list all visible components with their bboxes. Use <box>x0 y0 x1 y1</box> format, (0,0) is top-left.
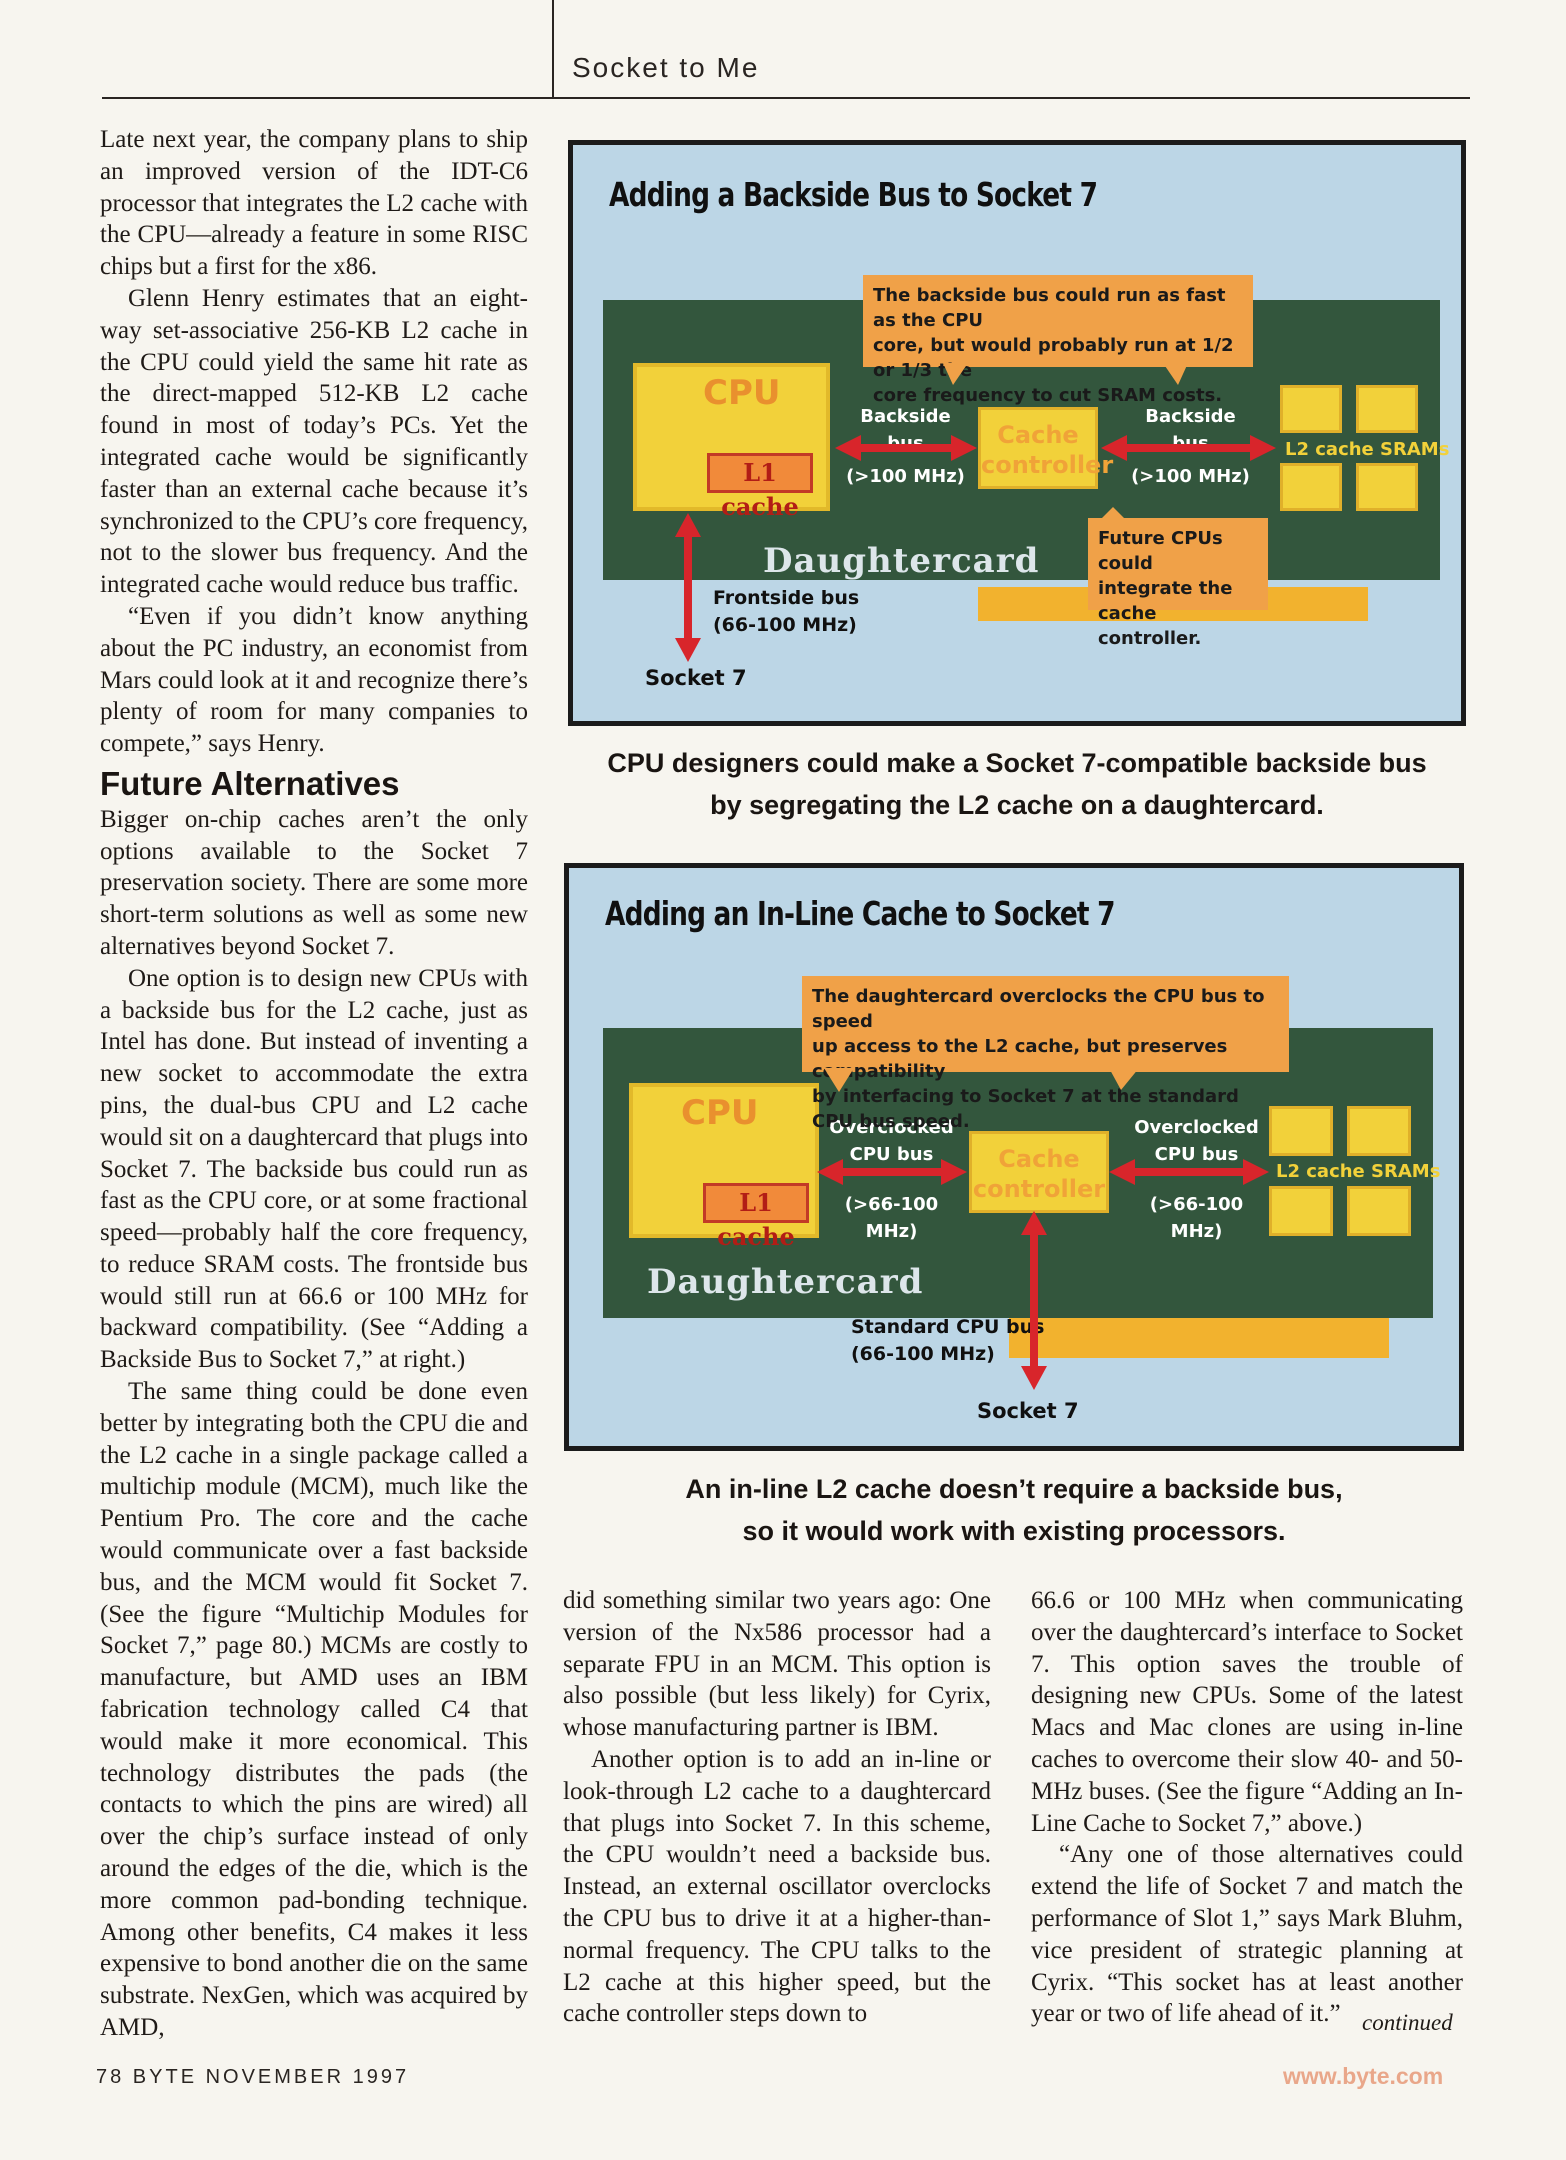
caption-line: CPU designers could make a Socket 7-comp… <box>607 748 1427 778</box>
cache-controller-line: controller <box>981 451 1114 479</box>
note-pointer <box>1109 1068 1139 1090</box>
daughtercard-label: Daughtercard <box>647 1262 924 1302</box>
note-line: The backside bus could run as fast as th… <box>873 285 1226 331</box>
right-column: 66.6 or 100 MHz when communicating over … <box>1031 1585 1463 2030</box>
daughtercard-label: Daughtercard <box>763 541 1040 581</box>
sram-label: L2 cache SRAMs <box>1276 1161 1441 1182</box>
label-line: (66-100 MHz) <box>713 614 857 636</box>
subheading: Future Alternatives <box>100 764 400 802</box>
label-line: CPU bus <box>1154 1144 1239 1165</box>
note-pointer <box>1098 507 1128 522</box>
frontside-bus-label: Frontside bus (66-100 MHz) <box>713 585 859 639</box>
cache-controller-line: Cache <box>998 1145 1080 1173</box>
paragraph: 66.6 or 100 MHz when communicating over … <box>1031 1587 1463 1837</box>
page-footer: 78 BYTE NOVEMBER 1997 <box>96 2066 410 2088</box>
overclocked-bus-right-arrow <box>1109 1159 1269 1185</box>
paragraph: Another option is to add an in-line or l… <box>563 1745 991 2028</box>
paragraph: Bigger on-chip caches aren’t the only op… <box>100 805 528 960</box>
figure1-arrows <box>675 363 1276 662</box>
middle-column: did something similar two years ago: One… <box>563 1585 991 2030</box>
note-line: The daughtercard overclocks the CPU bus … <box>812 986 1265 1032</box>
header-rule <box>102 97 1470 99</box>
cpu-chip: CPU L1 cache <box>629 1083 819 1251</box>
overclocked-bus-left-label: Overclocked CPU bus <box>819 1114 964 1168</box>
sram-chip <box>1269 1186 1333 1236</box>
left-column: Late next year, the company plans to shi… <box>100 124 528 2044</box>
label-line: (66-100 MHz) <box>851 1343 995 1365</box>
cache-controller-line: Cache <box>997 421 1079 449</box>
note-line: core frequency to cut SRAM costs. <box>873 385 1223 406</box>
figure2-caption: An in-line L2 cache doesn’t require a ba… <box>564 1468 1464 1552</box>
sram-chip <box>1347 1186 1411 1236</box>
note-line: by interfacing to Socket 7 at the standa… <box>812 1086 1239 1132</box>
figure-inline-cache: Adding an In-Line Cache to Socket 7 CPU … <box>564 863 1464 1451</box>
note-pointer <box>1163 363 1188 385</box>
label-line: Overclocked <box>1134 1117 1259 1138</box>
l1-cache: L1 cache <box>703 1183 809 1251</box>
sram-label: L2 cache SRAMs <box>1285 439 1450 460</box>
overclocked-bus-right-speed: (>66-100 MHz) <box>1149 1194 1244 1242</box>
paragraph: “Any one of those alternatives could ext… <box>1031 1841 1463 2028</box>
note-pointer <box>943 363 968 385</box>
overclocked-bus-right-label: Overclocked CPU bus <box>1124 1114 1269 1168</box>
cache-controller: Cache controller <box>978 407 1114 489</box>
sram-chip <box>1280 385 1342 433</box>
sram-chip <box>1356 463 1418 511</box>
continued-label: continued <box>1362 2010 1453 2035</box>
sram-chip <box>1280 463 1342 511</box>
note-backside-speed: The backside bus could run as fast as th… <box>863 275 1253 406</box>
paragraph: Glenn Henry estimates that an eight-way … <box>100 284 528 599</box>
note-pointer <box>824 1068 854 1092</box>
cpu-label: CPU <box>681 1093 759 1133</box>
label-line: Frontside bus <box>713 587 860 609</box>
note-overclock: The daughtercard overclocks the CPU bus … <box>802 976 1289 1132</box>
sram-chip <box>1347 1106 1411 1156</box>
paragraph: “Even if you didn’t know anything about … <box>100 602 528 758</box>
figure-title: Adding a Backside Bus to Socket 7 <box>609 175 1098 214</box>
figure-backside-bus: Adding a Backside Bus to Socket 7 CPU L1… <box>568 140 1466 726</box>
cache-controller: Cache controller <box>969 1131 1109 1213</box>
card-edge-connector <box>1009 1318 1389 1358</box>
overclocked-bus-left-arrow <box>817 1159 967 1185</box>
caption-line: so it would work with existing processor… <box>742 1516 1286 1546</box>
caption-line: by segregating the L2 cache on a daughte… <box>710 790 1324 820</box>
label-line: Standard CPU bus <box>851 1316 1045 1338</box>
standard-bus-label: Standard CPU bus (66-100 MHz) <box>851 1314 1044 1368</box>
running-head: Socket to Me <box>572 52 760 83</box>
note-future-cpus: Future CPUs could integrate the cache co… <box>1088 518 1268 649</box>
figure1-caption: CPU designers could make a Socket 7-comp… <box>568 742 1466 826</box>
paragraph: The same thing could be done even better… <box>100 1378 528 2042</box>
site-url[interactable]: www.byte.com <box>1283 2063 1444 2089</box>
overclocked-bus-left-speed: (>66-100 MHz) <box>844 1194 939 1242</box>
paragraph: One option is to design new CPUs with a … <box>100 964 528 1374</box>
frontside-bus-arrow <box>675 513 701 662</box>
paragraph: Late next year, the company plans to shi… <box>100 126 528 281</box>
l1-cache: L1 cache <box>707 453 813 521</box>
label-line: CPU bus <box>849 1144 934 1165</box>
note-line: integrate the cache <box>1098 578 1233 624</box>
label-line: Overclocked <box>829 1117 954 1138</box>
cache-controller-line: controller <box>972 1175 1106 1203</box>
figure-title: Adding an In-Line Cache to Socket 7 <box>605 894 1116 933</box>
note-line: Future CPUs could <box>1098 528 1223 574</box>
backside-bus-right-speed: (>100 MHz) <box>1131 466 1250 487</box>
standard-bus-arrow <box>1021 1211 1047 1390</box>
socket-label: Socket 7 <box>645 666 747 690</box>
figure2-arrows <box>817 1068 1269 1390</box>
header-divider-vertical <box>552 0 554 97</box>
sram-chip <box>1269 1106 1333 1156</box>
paragraph: did something similar two years ago: One… <box>563 1587 991 1742</box>
backside-bus-right-arrow <box>1101 435 1276 461</box>
caption-line: An in-line L2 cache doesn’t require a ba… <box>685 1474 1343 1504</box>
backside-bus-left-arrow <box>835 435 977 461</box>
note-line: controller. <box>1098 628 1202 649</box>
cpu-label: CPU <box>703 373 781 413</box>
socket-label: Socket 7 <box>977 1399 1079 1423</box>
backside-bus-left-speed: (>100 MHz) <box>846 466 965 487</box>
cpu-chip: CPU L1 cache <box>633 363 830 521</box>
sram-chip <box>1356 385 1418 433</box>
